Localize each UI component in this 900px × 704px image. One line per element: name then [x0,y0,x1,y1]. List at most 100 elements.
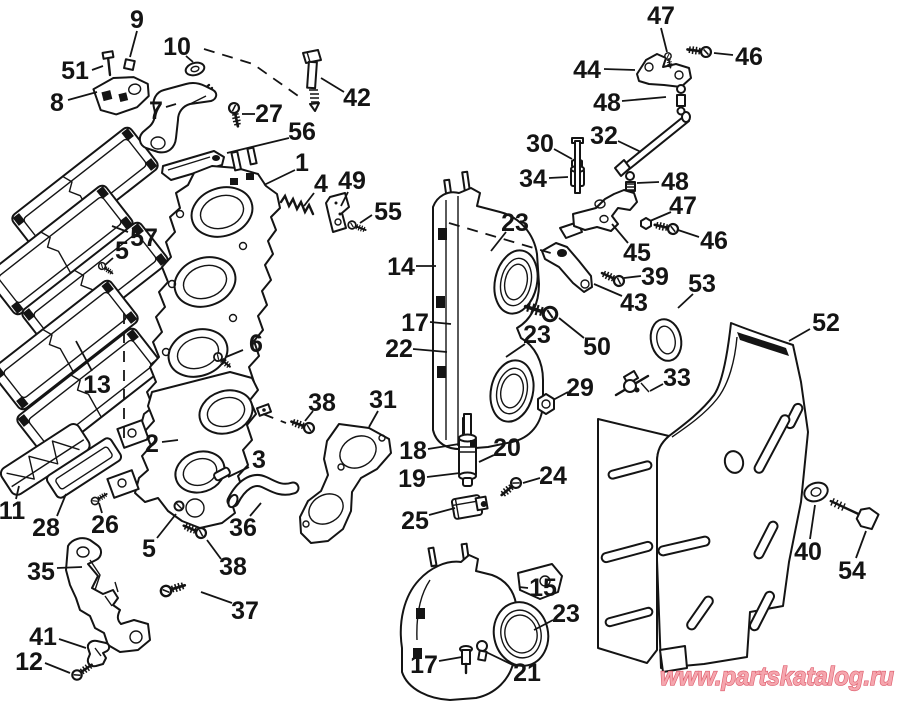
part-number-label: 5 [142,535,156,563]
leader-line [15,485,20,500]
spring-4 [279,193,315,216]
leader-line [611,223,629,244]
part-number-label: 39 [641,263,669,291]
part-number-label: 24 [539,462,567,490]
part-number-label: 48 [661,168,689,196]
alignment-dashed-line [262,413,287,424]
bracket-35 [65,537,151,653]
screw-12 [69,659,96,683]
part-number-label: 30 [526,130,554,158]
leader-line [67,91,98,101]
part-number-label: 29 [566,374,594,402]
bracket-44 [636,53,692,88]
part-number-label: 8 [50,89,64,117]
gasket-plate-stack [0,126,169,459]
part-number-label: 20 [493,434,521,462]
part-number-label: 38 [219,553,247,581]
part-number-label: 40 [794,538,822,566]
washer-10 [184,61,206,77]
lever-7 [138,81,218,154]
leader-line [533,619,554,631]
part-number-label: 46 [700,227,728,255]
part-number-label: 23 [523,321,551,349]
leader-line [359,214,373,224]
bolt-42 [302,49,322,112]
alignment-dashed-line [448,222,562,257]
part-number-label: 42 [343,84,371,112]
leader-line [227,466,250,478]
part-number-label: 32 [590,122,618,150]
leader-line [428,507,456,516]
part-number-label: 9 [130,6,144,34]
screw-39 [598,267,627,289]
leader-line [553,148,573,160]
part-number-label: 4 [314,170,328,198]
part-number-label: 57 [130,224,158,252]
screw-46-mid [652,218,681,237]
part-number-label: 11 [0,497,25,525]
leader-line [249,502,262,517]
leader-line [518,586,529,589]
part-number-label: 31 [369,386,397,414]
leader-line [44,662,71,674]
rod-32 [614,111,691,177]
part-number-label: 50 [583,333,611,361]
leader-line [649,383,664,392]
leader-line [206,539,222,560]
part-number-label: 54 [838,557,866,585]
bracket-45 [559,137,638,239]
part-number-label: 49 [338,167,366,195]
leader-line [161,439,179,443]
leader-line [129,30,138,58]
leader-line [677,229,700,238]
part-number-label: 41 [29,623,57,651]
part-number-label: 10 [163,33,191,61]
leader-line [320,77,345,93]
leader-line [809,504,816,540]
part-number-label: 37 [231,597,259,625]
part-number-label: 36 [229,514,257,542]
leader-line [58,638,87,649]
part-number-label: 28 [32,514,60,542]
leader-line [713,52,734,56]
gasket-31 [299,423,392,544]
pin-51 [101,50,115,77]
leader-line [412,348,448,353]
cylinder-18-19 [458,413,477,487]
part-number-label: 53 [688,270,716,298]
part-number-label: 35 [27,558,55,586]
leader-line [636,181,660,184]
leader-line [91,65,104,71]
part-number-label: 23 [501,209,529,237]
bracket-8 [92,76,150,116]
leader-line [677,293,694,309]
part-number-label: 33 [663,364,691,392]
leader-line [226,137,290,154]
leader-line [303,192,315,207]
leader-line [427,443,460,450]
carburetor-15 [399,542,563,701]
part-number-label: 17 [401,309,429,337]
silencer-cover-52 [597,322,809,673]
leader-line [855,530,867,559]
part-number-label: 52 [812,309,840,337]
part-number-label: 5 [115,237,129,265]
screw-46-top [685,43,713,59]
adapter-body-2 [106,371,273,529]
seal-ring-53 [649,318,683,362]
leader-line [225,349,244,358]
screw-37 [158,578,188,599]
leader-line [485,651,516,667]
leader-line [56,493,67,517]
part-number-label: 47 [647,2,675,30]
part-number-label: 15 [529,574,557,602]
clip-41 [86,639,111,668]
leader-line [426,472,461,478]
hose-36 [226,474,300,509]
nut-47-mid [640,217,652,230]
alignment-dashed-line [203,48,302,99]
leader-line [56,566,83,569]
part-number-label: 18 [399,437,427,465]
